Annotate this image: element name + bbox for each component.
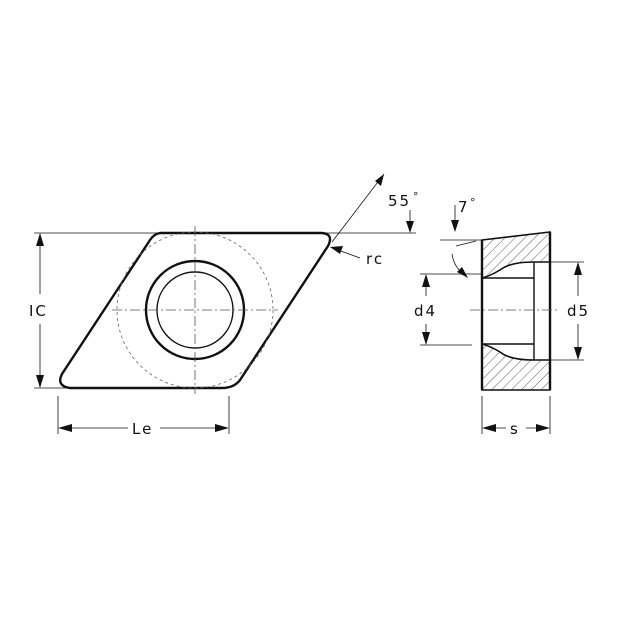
d4-label: d4 — [414, 302, 437, 320]
angle-55-value: 55 — [388, 192, 411, 210]
le-dimension: Le — [57, 396, 230, 438]
angle-55-degree: ° — [413, 190, 421, 203]
insert-top-view — [59, 226, 332, 394]
angle-55-dimension: 55 ° — [322, 173, 421, 243]
s-dimension: s — [481, 396, 551, 438]
angle-7-value: 7 — [458, 198, 470, 216]
d4-dimension: d4 — [414, 273, 482, 346]
insert-side-view — [470, 231, 560, 391]
insert-outline — [59, 231, 332, 390]
rc-label: rc — [366, 250, 384, 268]
s-label: s — [510, 420, 520, 438]
section-bottom-hatch — [481, 342, 551, 391]
ic-dimension: IC — [29, 232, 160, 389]
angle-7-dimension: 7 ° — [440, 196, 482, 278]
ic-label: IC — [29, 302, 48, 320]
le-label: Le — [132, 420, 153, 438]
d5-label: d5 — [567, 302, 590, 320]
rc-leader: rc — [330, 246, 384, 268]
section-top-hatch — [481, 231, 551, 280]
angle-7-degree: ° — [470, 196, 478, 209]
d5-dimension: d5 — [550, 261, 590, 361]
